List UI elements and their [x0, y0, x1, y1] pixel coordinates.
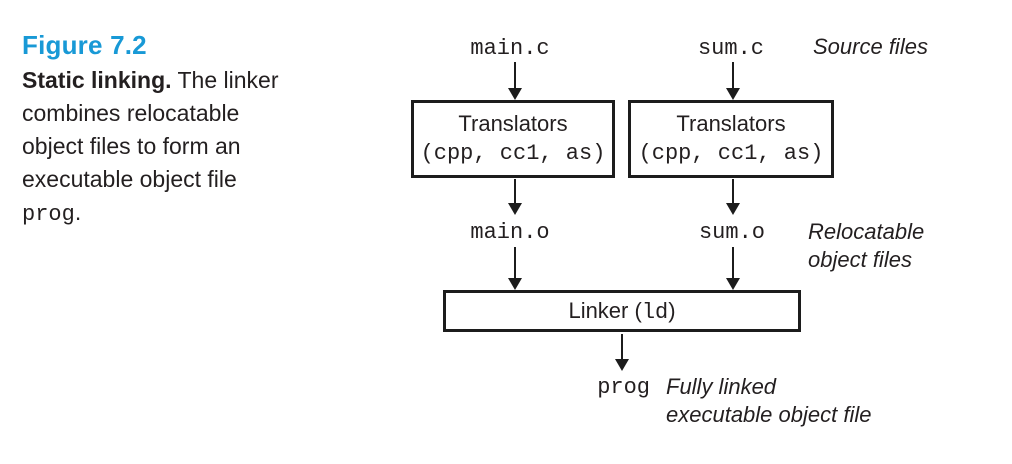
annotation-source-files: Source files — [813, 34, 928, 59]
annotation-fully-linked: Fully linked executable object file — [666, 373, 871, 429]
arrow-shaft — [732, 62, 734, 89]
annotation-line: executable object file — [666, 402, 872, 427]
caption-period: . — [74, 199, 82, 225]
caption-code-prog: prog — [22, 202, 75, 227]
translators-box-title: Translators — [458, 111, 568, 136]
caption-line-4: executable object file — [22, 166, 237, 192]
arrow-linker-to-prog — [615, 334, 629, 371]
annotation-relocatable-object-files: Relocatable object files — [808, 218, 924, 274]
arrow-main-c-to-translator — [508, 62, 522, 100]
annotation-line: object files — [808, 247, 912, 272]
linker-label-prefix: Linker ( — [568, 297, 642, 323]
translators-box-main: Translators (cpp, cc1, as) — [411, 100, 615, 178]
file-label-sum-o: sum.o — [698, 220, 765, 245]
linker-box-label: Linker (ld) — [568, 298, 675, 325]
file-label-prog: prog — [597, 375, 650, 400]
linker-box: Linker (ld) — [443, 290, 801, 332]
arrow-down-icon — [726, 203, 740, 215]
annotation-line: Relocatable — [808, 219, 925, 244]
arrow-down-icon — [726, 278, 740, 290]
translators-box-tools: (cpp, cc1, as) — [420, 141, 606, 166]
arrow-shaft — [732, 247, 734, 279]
arrow-shaft — [621, 334, 623, 360]
caption-line-3: object files to form an — [22, 133, 241, 159]
file-label-main-c: main.c — [470, 36, 550, 61]
arrow-down-icon — [615, 359, 629, 371]
file-label-main-o: main.o — [470, 220, 550, 245]
arrow-translator-to-sum-o — [726, 179, 740, 215]
arrow-shaft — [732, 179, 734, 204]
caption-line-2: combines relocatable — [22, 100, 240, 126]
arrow-shaft — [514, 179, 516, 204]
linker-label-suffix: ) — [668, 297, 676, 323]
arrow-down-icon — [508, 88, 522, 100]
caption-line-5: prog. — [22, 196, 342, 231]
caption-title: Static linking. — [22, 67, 172, 93]
arrow-shaft — [514, 62, 516, 89]
translators-box-tools: (cpp, cc1, as) — [638, 141, 824, 166]
arrow-translator-to-main-o — [508, 179, 522, 215]
linker-label-ld: ld — [641, 299, 669, 325]
arrow-down-icon — [508, 203, 522, 215]
figure-number: Figure 7.2 — [22, 30, 147, 60]
translators-box-sum: Translators (cpp, cc1, as) — [628, 100, 834, 178]
file-label-sum-c: sum.c — [697, 36, 764, 61]
arrow-main-o-to-linker — [508, 247, 522, 290]
figure-caption: Static linking. The linker combines relo… — [22, 64, 342, 231]
translators-box-title: Translators — [676, 111, 786, 136]
arrow-sum-c-to-translator — [726, 62, 740, 100]
caption-line-1: Static linking. The linker — [22, 64, 342, 97]
arrow-sum-o-to-linker — [726, 247, 740, 290]
arrow-down-icon — [726, 88, 740, 100]
arrow-shaft — [514, 247, 516, 279]
caption-title-rest: The linker — [171, 67, 279, 93]
annotation-line: Fully linked — [666, 374, 777, 399]
arrow-down-icon — [508, 278, 522, 290]
